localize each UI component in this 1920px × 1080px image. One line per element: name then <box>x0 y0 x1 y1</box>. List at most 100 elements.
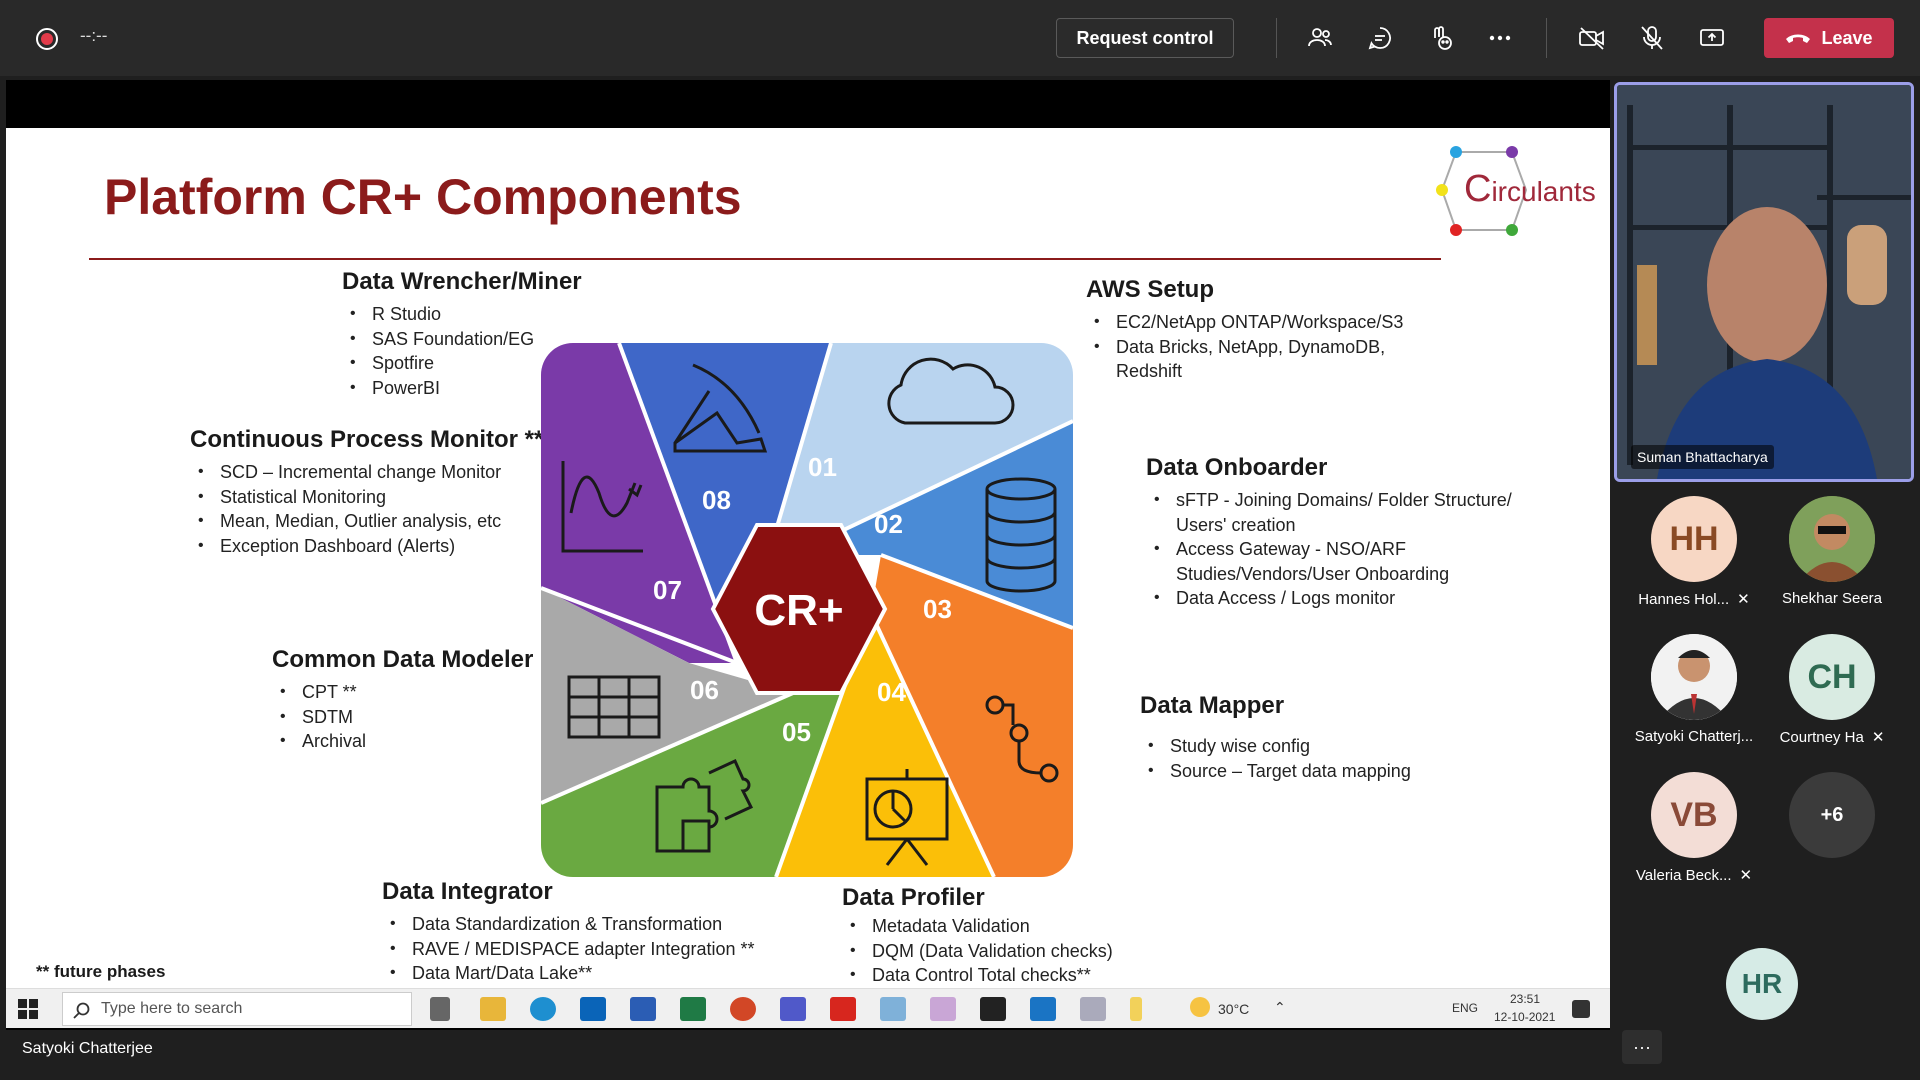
task-view-icon[interactable] <box>430 997 450 1021</box>
presenter-name: Satyoki Chatterjee <box>22 1040 153 1057</box>
segment-04 <box>776 613 994 877</box>
people-icon[interactable] <box>1304 22 1336 54</box>
section-title: Common Data Modeler <box>272 646 534 673</box>
participant-hr[interactable]: HR <box>1692 948 1832 1020</box>
slide-title: Platform CR+ Components <box>104 169 742 225</box>
app-icon[interactable] <box>1130 997 1142 1021</box>
presentation-chart-icon <box>865 769 949 866</box>
participant-name: Hannes Hol... <box>1638 590 1730 608</box>
section-list: Data Standardization & TransformationRAV… <box>388 912 802 986</box>
toolbar-divider <box>1276 18 1277 58</box>
participant-video[interactable]: Suman Bhattacharya <box>1614 82 1914 482</box>
participant-courtney[interactable]: CH Courtney Ha✕ <box>1762 634 1902 746</box>
list-item: Data Standardization & Transformation <box>388 912 802 937</box>
section-mapper: Data Mapper Study wise configSource – Ta… <box>1140 692 1500 783</box>
more-participants-button[interactable]: ··· <box>1622 1030 1662 1064</box>
avatar: HH <box>1651 496 1737 582</box>
powerpoint-icon[interactable] <box>730 997 756 1021</box>
section-title: Continuous Process Monitor ** <box>190 426 544 453</box>
logo-initial: C <box>1464 168 1492 210</box>
list-item: Archival <box>278 729 572 754</box>
photos-icon[interactable] <box>1030 997 1056 1021</box>
avatar-photo <box>1789 496 1875 582</box>
more-participants[interactable]: +6 <box>1762 772 1902 858</box>
mic-off-icon[interactable] <box>1636 22 1668 54</box>
participant-valeria[interactable]: VB Valeria Beck...✕ <box>1624 772 1764 884</box>
list-item: R Studio <box>348 302 642 327</box>
section-list: R StudioSAS Foundation/EGSpotfirePowerBI <box>348 302 642 400</box>
file-explorer-icon[interactable] <box>480 997 506 1021</box>
avatar-photo <box>1651 634 1737 720</box>
list-item: Metadata Validation <box>848 914 1162 939</box>
edge-icon[interactable] <box>530 997 556 1021</box>
participant-shekhar[interactable]: Shekhar Seera <box>1762 496 1902 607</box>
tray-chevron-icon[interactable]: ⌃ <box>1274 999 1286 1015</box>
list-item: RAVE / MEDISPACE adapter Integration ** <box>388 937 802 962</box>
weather-temp: 30°C <box>1218 1001 1250 1017</box>
section-list: sFTP - Joining Domains/ Folder Structure… <box>1152 488 1536 611</box>
list-item: SDTM <box>278 705 572 730</box>
teams-icon[interactable] <box>780 997 806 1021</box>
list-item: Data Access / Logs monitor <box>1152 586 1536 611</box>
cr-plus-diagram: CR+ 01 02 03 04 05 06 07 08 <box>541 343 1073 877</box>
avatar: VB <box>1651 772 1737 858</box>
section-integrator: Data Integrator Data Standardization & T… <box>382 878 802 986</box>
center-label: CR+ <box>754 586 843 635</box>
leave-label: Leave <box>1821 27 1873 48</box>
puzzle-icon <box>655 759 754 853</box>
list-item: Statistical Monitoring <box>196 485 560 510</box>
weather-icon <box>1190 997 1210 1017</box>
segment-label-02: 02 <box>874 509 903 539</box>
reactions-icon[interactable] <box>1424 22 1456 54</box>
app-icon[interactable] <box>880 997 906 1021</box>
participant-satyoki[interactable]: Satyoki Chatterj... <box>1624 634 1764 745</box>
taskbar-search-input[interactable]: Type here to search <box>62 992 412 1026</box>
section-profiler: Data Profiler Metadata ValidationDQM (Da… <box>842 884 1162 988</box>
section-wrencher: Data Wrencher/Miner R StudioSAS Foundati… <box>342 268 642 400</box>
windows-start-icon[interactable] <box>18 999 38 1019</box>
section-title: Data Mapper <box>1140 692 1285 719</box>
list-item: SAS Foundation/EG <box>348 327 642 352</box>
search-icon <box>73 1002 90 1019</box>
title-underline <box>89 258 1441 260</box>
shared-taskbar: Type here to search 30°C ⌃ ENG 23:51 12-… <box>6 988 1616 1028</box>
taskbar-date: 12-10-2021 <box>1494 1010 1556 1024</box>
list-item: Mean, Median, Outlier analysis, etc <box>196 509 560 534</box>
section-title: Data Profiler <box>842 884 985 911</box>
camera-off-icon[interactable] <box>1576 22 1608 54</box>
language-indicator[interactable]: ENG <box>1452 1001 1479 1015</box>
line-chart-icon <box>561 461 643 553</box>
app-icon[interactable] <box>1080 997 1106 1021</box>
acrobat-icon[interactable] <box>830 997 856 1021</box>
sticky-notes-icon[interactable] <box>980 997 1006 1021</box>
app-icon[interactable] <box>930 997 956 1021</box>
chat-icon[interactable] <box>1364 22 1396 54</box>
leave-button[interactable]: Leave <box>1764 18 1894 58</box>
participant-hannes[interactable]: HH Hannes Hol...✕ <box>1624 496 1764 608</box>
shared-screen: Platform CR+ Components Circulants Data … <box>6 80 1616 1030</box>
list-item: PowerBI <box>348 376 642 401</box>
section-title: AWS Setup <box>1086 276 1215 303</box>
request-control-button[interactable]: Request control <box>1056 18 1234 58</box>
meeting-toolbar: --:-- Request control Leave <box>0 0 1920 76</box>
segment-label-03: 03 <box>923 594 952 624</box>
list-item: Source – Target data mapping <box>1146 759 1500 784</box>
toolbar-divider <box>1546 18 1547 58</box>
share-screen-icon[interactable] <box>1696 22 1728 54</box>
segment-label-07: 07 <box>653 575 682 605</box>
section-list: EC2/NetApp ONTAP/Workspace/S3Data Bricks… <box>1092 310 1446 384</box>
notification-icon[interactable] <box>1572 1000 1590 1018</box>
excel-icon[interactable] <box>680 997 706 1021</box>
segment-03 <box>871 555 1073 877</box>
section-aws: AWS Setup EC2/NetApp ONTAP/Workspace/S3D… <box>1086 276 1446 384</box>
center-hexagon <box>710 523 888 695</box>
participant-name: Shekhar Seera <box>1781 590 1883 607</box>
more-options-icon[interactable] <box>1484 22 1516 54</box>
section-title: Data Wrencher/Miner <box>342 268 582 295</box>
taskbar-time: 23:51 <box>1510 992 1541 1006</box>
outlook-icon[interactable] <box>580 997 606 1021</box>
list-item: SCD – Incremental change Monitor <box>196 460 560 485</box>
logo-wordmark: irculants <box>1491 176 1596 207</box>
word-icon[interactable] <box>630 997 656 1021</box>
mic-off-icon: ✕ <box>1871 729 1885 746</box>
